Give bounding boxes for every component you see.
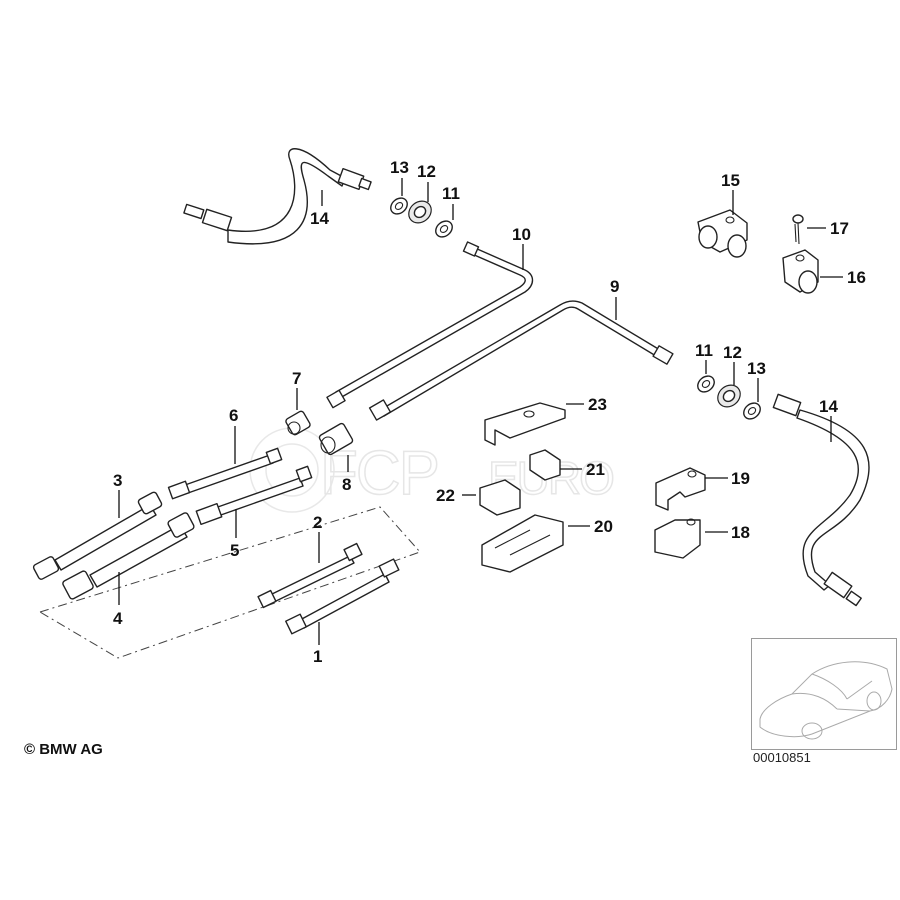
callout-13: 13 bbox=[390, 158, 409, 177]
callout-16: 16 bbox=[847, 268, 866, 287]
callout-23: 23 bbox=[588, 395, 607, 414]
brake-hose-upper-left bbox=[183, 148, 372, 245]
callout-5: 5 bbox=[230, 541, 239, 560]
callout-7: 7 bbox=[292, 369, 301, 388]
copyright-notice: © BMW AG bbox=[24, 741, 103, 758]
callout-4: 4 bbox=[113, 609, 123, 628]
callout-11: 11 bbox=[442, 184, 460, 203]
callout-17: 17 bbox=[830, 219, 849, 238]
brake-pipe-1 bbox=[285, 558, 400, 635]
callouts: 14 13 12 11 10 9 11 12 13 14 15 17 16 19… bbox=[113, 158, 866, 666]
clip-20 bbox=[481, 514, 564, 573]
callout-3: 3 bbox=[113, 471, 122, 490]
callout-9: 9 bbox=[610, 277, 619, 296]
fitting-7 bbox=[285, 410, 311, 436]
washers-lower-right bbox=[697, 375, 761, 420]
washers-upper bbox=[390, 197, 453, 238]
callout-13b: 13 bbox=[747, 359, 766, 378]
brake-hose-3 bbox=[32, 491, 163, 580]
callout-15: 15 bbox=[721, 171, 740, 190]
fitting-8 bbox=[318, 422, 354, 456]
kit-group-outline bbox=[38, 506, 421, 659]
brake-hose-4 bbox=[62, 512, 195, 600]
callout-22: 22 bbox=[436, 486, 455, 505]
screw-17 bbox=[792, 214, 804, 245]
brake-hose-right bbox=[772, 393, 870, 607]
bracket-23 bbox=[484, 402, 566, 446]
callout-18: 18 bbox=[731, 523, 750, 542]
callout-11b: 11 bbox=[695, 341, 713, 360]
callout-6: 6 bbox=[229, 406, 238, 425]
grommet-22 bbox=[479, 479, 521, 516]
brake-pipe-9 bbox=[368, 300, 674, 421]
leader-lines bbox=[118, 178, 843, 645]
callout-12: 12 bbox=[417, 162, 436, 181]
callout-14b: 14 bbox=[819, 397, 838, 416]
bracket-18 bbox=[654, 518, 701, 559]
car-outline-icon bbox=[759, 661, 893, 740]
brake-pipe-5 bbox=[195, 465, 313, 526]
callout-10: 10 bbox=[512, 225, 531, 244]
bracket-19 bbox=[655, 467, 706, 511]
callout-21: 21 bbox=[586, 460, 605, 479]
callout-20: 20 bbox=[594, 517, 613, 536]
callout-19: 19 bbox=[731, 469, 750, 488]
callout-12b: 12 bbox=[723, 343, 742, 362]
clip-15 bbox=[697, 209, 748, 258]
callout-14: 14 bbox=[310, 209, 329, 228]
callout-1: 1 bbox=[313, 647, 322, 666]
grommet-21 bbox=[529, 449, 561, 481]
clip-16 bbox=[782, 249, 819, 294]
callout-2: 2 bbox=[313, 513, 322, 532]
brake-pipe-6 bbox=[167, 447, 283, 500]
vehicle-thumbnail bbox=[751, 638, 897, 750]
brake-pipe-10 bbox=[326, 241, 534, 409]
callout-8: 8 bbox=[342, 475, 351, 494]
brake-pipe-2 bbox=[257, 542, 363, 609]
reference-number: 00010851 bbox=[753, 750, 811, 765]
